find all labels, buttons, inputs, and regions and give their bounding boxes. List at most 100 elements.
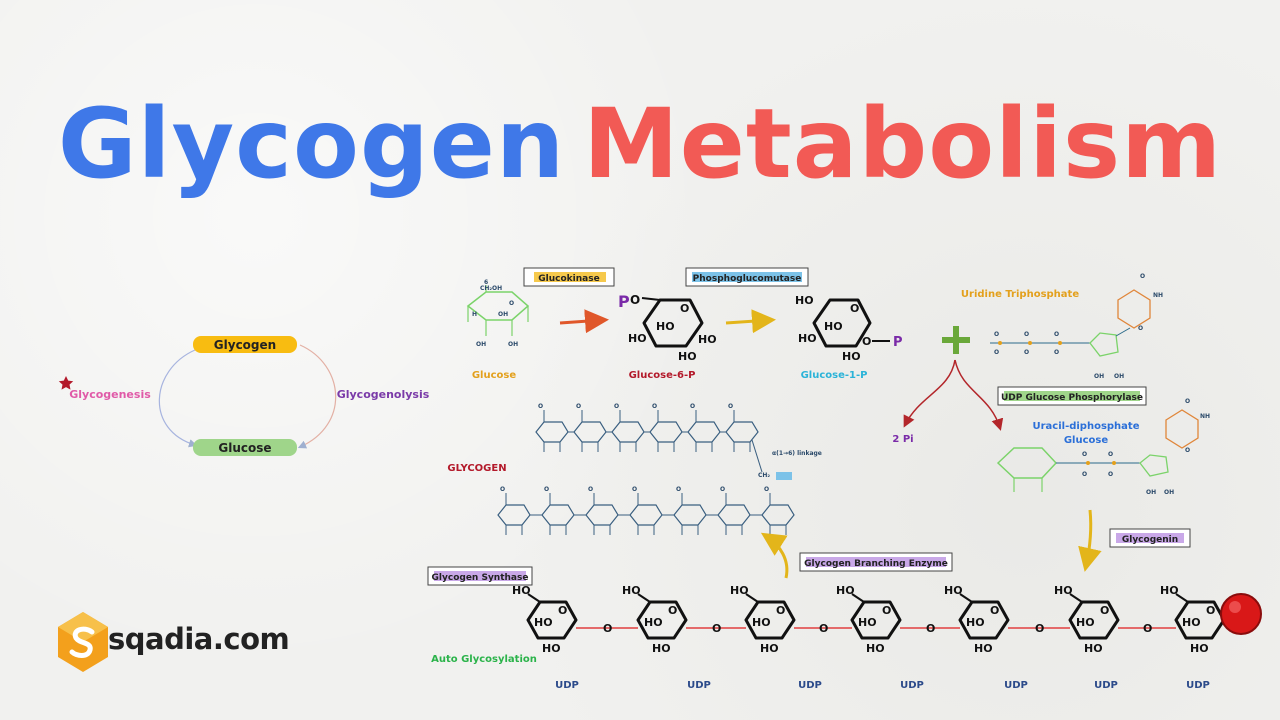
svg-text:O: O	[712, 622, 721, 635]
svg-text:OH: OH	[1146, 489, 1156, 496]
svg-text:HO: HO	[1160, 584, 1179, 597]
svg-text:HO: HO	[512, 584, 531, 597]
svg-text:HO: HO	[974, 642, 993, 655]
metabolism-cycle: Glycogen Glucose Glycogenesis Glycogenol…	[58, 336, 430, 456]
svg-text:HO: HO	[656, 320, 675, 333]
svg-text:O: O	[926, 622, 935, 635]
svg-text:O: O	[882, 604, 891, 617]
glucose-6-p-label: Glucose-6-P	[629, 370, 696, 381]
svg-text:OH: OH	[508, 341, 518, 348]
glucose-pill	[193, 439, 297, 456]
svg-text:HO: HO	[836, 584, 855, 597]
svg-text:O: O	[690, 403, 695, 410]
svg-text:HO: HO	[858, 616, 877, 629]
svg-text:O: O	[509, 300, 514, 307]
linkage-label: α(1→6) linkage	[772, 450, 822, 457]
svg-text:HO: HO	[628, 332, 647, 345]
svg-text:NH: NH	[1200, 413, 1210, 420]
svg-text:O: O	[1082, 451, 1087, 458]
glycogenesis-label: Glycogenesis	[69, 388, 151, 401]
svg-text:O: O	[680, 302, 689, 315]
svg-text:O: O	[1054, 349, 1059, 356]
svg-text:O: O	[819, 622, 828, 635]
udp-label: UDP	[798, 680, 822, 691]
glycogen-pill	[193, 336, 297, 353]
svg-text:O: O	[500, 486, 505, 493]
svg-text:O: O	[990, 604, 999, 617]
svg-text:O: O	[603, 622, 612, 635]
glycogenin-protein	[1220, 593, 1262, 635]
udp-label: UDP	[1094, 680, 1118, 691]
svg-text:HO: HO	[760, 642, 779, 655]
svg-text:O: O	[1206, 604, 1215, 617]
svg-text:O: O	[1143, 622, 1152, 635]
brand-name: sqadia.com	[108, 622, 290, 656]
svg-text:OH: OH	[1164, 489, 1174, 496]
glucose-1-p-label: Glucose-1-P	[801, 370, 868, 381]
phosphoglucomutase-label: Phosphoglucomutase	[693, 274, 802, 284]
svg-text:O: O	[1185, 447, 1190, 454]
svg-text:OH: OH	[498, 311, 508, 318]
glycogenolysis-label: Glycogenolysis	[337, 388, 430, 401]
svg-text:O: O	[994, 349, 999, 356]
svg-text:HO: HO	[842, 350, 861, 363]
svg-text:O: O	[668, 604, 677, 617]
svg-text:O: O	[630, 293, 640, 307]
svg-text:HO: HO	[678, 350, 697, 363]
glycogenin-label: Glycogenin	[1122, 535, 1178, 545]
svg-text:O: O	[776, 604, 785, 617]
svg-text:O: O	[576, 403, 581, 410]
svg-text:HO: HO	[644, 616, 663, 629]
svg-text:O: O	[1100, 604, 1109, 617]
svg-text:O: O	[862, 335, 871, 348]
svg-text:O: O	[632, 486, 637, 493]
plus-icon	[942, 326, 970, 354]
glucose-unit: HO O HO HO O	[730, 584, 852, 655]
svg-text:HO: HO	[798, 332, 817, 345]
udp-label: UDP	[900, 680, 924, 691]
svg-text:CH₂OH: CH₂OH	[480, 285, 502, 292]
title-part-glycogen: Glycogen	[57, 88, 566, 200]
svg-text:O: O	[728, 403, 733, 410]
glucose-unit: HO O HO HO O	[836, 584, 960, 655]
svg-text:CH₂: CH₂	[758, 472, 770, 479]
svg-text:HO: HO	[966, 616, 985, 629]
svg-text:HO: HO	[534, 616, 553, 629]
svg-text:O: O	[1054, 331, 1059, 338]
svg-text:HO: HO	[1182, 616, 1201, 629]
svg-text:HO: HO	[1084, 642, 1103, 655]
svg-text:HO: HO	[824, 320, 843, 333]
svg-text:O: O	[1035, 622, 1044, 635]
glucose-1-phosphate-structure: HO O HO HO O P HO	[795, 294, 903, 363]
utp-label: Uridine Triphosphate	[961, 289, 1079, 300]
svg-text:O: O	[1082, 471, 1087, 478]
svg-text:HO: HO	[730, 584, 749, 597]
pi-label: 2 Pi	[892, 434, 913, 445]
udp-label: UDP	[687, 680, 711, 691]
cycle-top-label: Glycogen	[214, 338, 276, 352]
udp-label: UDP	[1186, 680, 1210, 691]
glycogen-chain: HO O HO HO O HO O HO HO O HO O HO HO O HO O HO HO O HO O HO HO O…	[512, 584, 1226, 655]
branching-enzyme-label: Glycogen Branching Enzyme	[804, 559, 948, 569]
svg-text:O: O	[1108, 471, 1113, 478]
svg-text:O: O	[1138, 325, 1143, 332]
svg-text:O: O	[614, 403, 619, 410]
title-part-metabolism: Metabolism	[583, 88, 1223, 200]
svg-text:O: O	[1024, 349, 1029, 356]
svg-text:HO: HO	[866, 642, 885, 655]
svg-text:HO: HO	[795, 294, 814, 307]
svg-text:O: O	[558, 604, 567, 617]
svg-text:O: O	[1024, 331, 1029, 338]
udpg-label-line1: Uracil-diphosphate	[1032, 421, 1139, 432]
svg-text:HO: HO	[752, 616, 771, 629]
svg-text:HO: HO	[1076, 616, 1095, 629]
svg-text:P: P	[618, 292, 630, 311]
svg-text:O: O	[720, 486, 725, 493]
